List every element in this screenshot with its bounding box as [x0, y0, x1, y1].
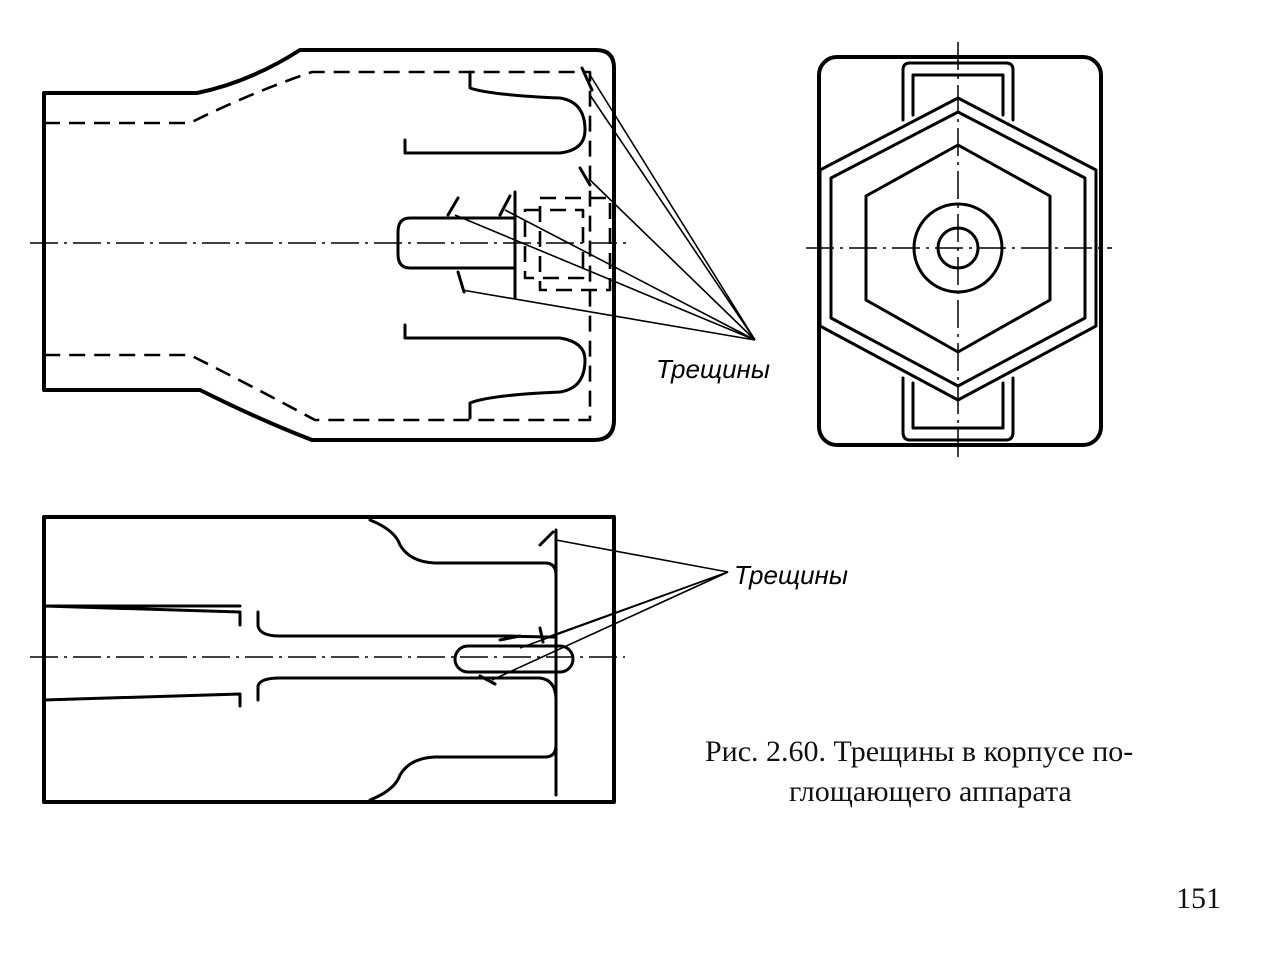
- leader-lines-bottom: [491, 539, 729, 681]
- page-number: 151: [1176, 882, 1221, 915]
- crack-mark: [446, 196, 460, 217]
- caption-line-1: Рис. 2.60. Трещины в корпусе по-: [705, 735, 1134, 768]
- rod-slot: [453, 644, 575, 674]
- hexagon-mid: [829, 110, 1087, 388]
- upper-channel: [42, 604, 558, 639]
- crack-mark: [578, 166, 592, 187]
- caption-line-2: глощающего аппарата: [789, 775, 1072, 808]
- hexagon-outer: [818, 96, 1098, 402]
- upper-cavity: [368, 518, 558, 577]
- hidden-inner-contour: [44, 70, 592, 422]
- figure-caption: Рис. 2.60. Трещины в корпусе по- глощающ…: [705, 732, 1225, 812]
- leader-lines-top: [454, 74, 756, 341]
- crack-mark: [456, 270, 466, 294]
- lower-cavity: [368, 743, 558, 802]
- outer-circle: [912, 202, 1004, 294]
- housing-outline: [42, 48, 616, 442]
- housing-section-view: Трещины: [30, 515, 848, 804]
- top-lug: [901, 61, 1015, 122]
- hidden-rod-seat: [523, 208, 585, 280]
- housing-end-view: [806, 42, 1112, 460]
- pocket-upper: [403, 70, 587, 155]
- crack-mark: [498, 194, 512, 217]
- end-view-outline: [817, 55, 1103, 447]
- hexagon-inner: [864, 143, 1052, 354]
- pocket-lower: [403, 323, 587, 420]
- bottom-lug: [901, 376, 1015, 442]
- crack-mark: [580, 66, 594, 92]
- housing-side-view: Трещины: [30, 48, 770, 442]
- bottom-lug-inner: [911, 381, 1005, 430]
- section-outline: [42, 515, 616, 804]
- lower-channel: [42, 676, 558, 708]
- crack-mark: [478, 674, 497, 686]
- top-lug-inner: [911, 73, 1005, 117]
- center-rod: [396, 216, 517, 270]
- crack-mark: [538, 530, 555, 547]
- hidden-rod-seat-outer: [538, 196, 612, 292]
- cracks-label-bottom: Трещины: [734, 560, 848, 590]
- crack-mark: [498, 634, 522, 642]
- inner-circle: [936, 226, 980, 270]
- cracks-label-top: Трещины: [656, 354, 770, 384]
